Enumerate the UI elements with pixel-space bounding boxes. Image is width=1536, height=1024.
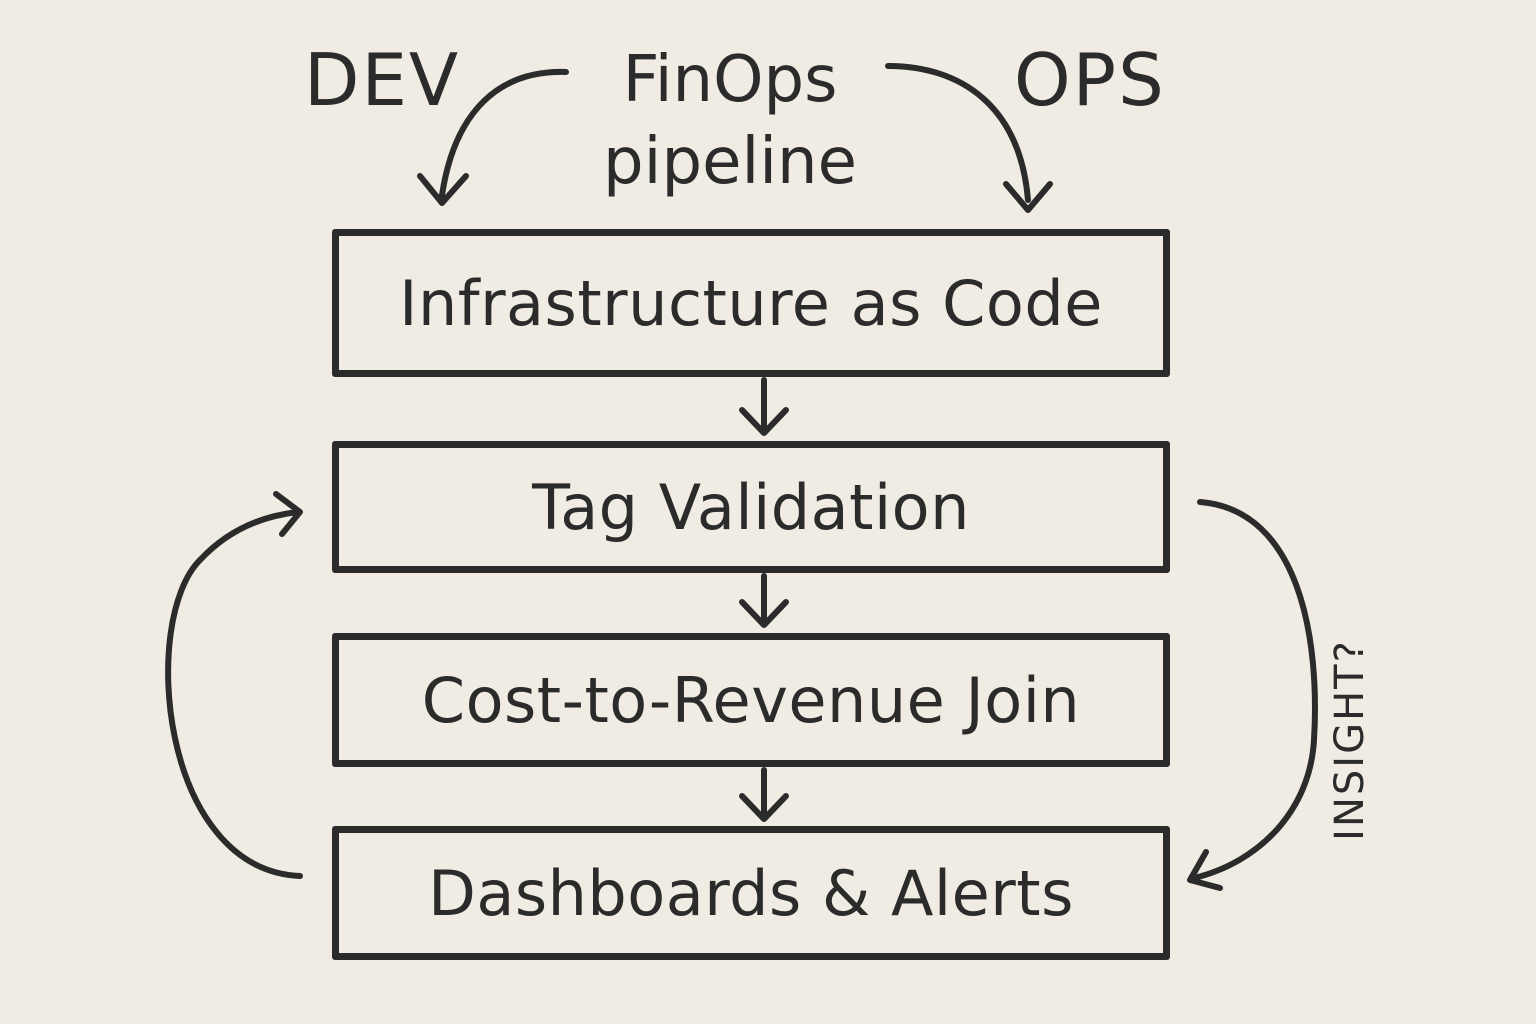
step-box-infrastructure-as-code: Infrastructure as Code (332, 229, 1170, 377)
step-label: Cost-to-Revenue Join (421, 663, 1081, 737)
arrow-loop-right (1191, 499, 1318, 881)
step-box-cost-to-revenue-join: Cost-to-Revenue Join (332, 633, 1170, 767)
arrowhead-cost-to-dash (739, 793, 789, 822)
arrowhead-tag-to-cost (739, 599, 789, 628)
step-label: Infrastructure as Code (399, 266, 1103, 340)
arrowhead-iac-to-tag (739, 407, 789, 436)
arrowhead-loop-left (273, 491, 303, 537)
dev-label: DEV (304, 38, 461, 122)
arrowhead-loop-right (1187, 849, 1223, 891)
arrow-title-to-dev (439, 68, 569, 198)
insight-label: INSIGHT? (1327, 639, 1373, 841)
arrowhead-title-to-dev (417, 173, 469, 206)
arrow-title-to-ops (885, 63, 1031, 203)
diagram-title: FinOps pipeline (603, 43, 857, 199)
step-label: Dashboards & Alerts (428, 856, 1074, 930)
step-box-tag-validation: Tag Validation (332, 441, 1170, 573)
arrowhead-title-to-ops (1003, 181, 1053, 213)
arrow-loop-left (165, 509, 303, 879)
step-label: Tag Validation (532, 470, 970, 544)
step-box-dashboards-and-alerts: Dashboards & Alerts (332, 826, 1170, 960)
ops-label: OPS (1014, 38, 1166, 122)
